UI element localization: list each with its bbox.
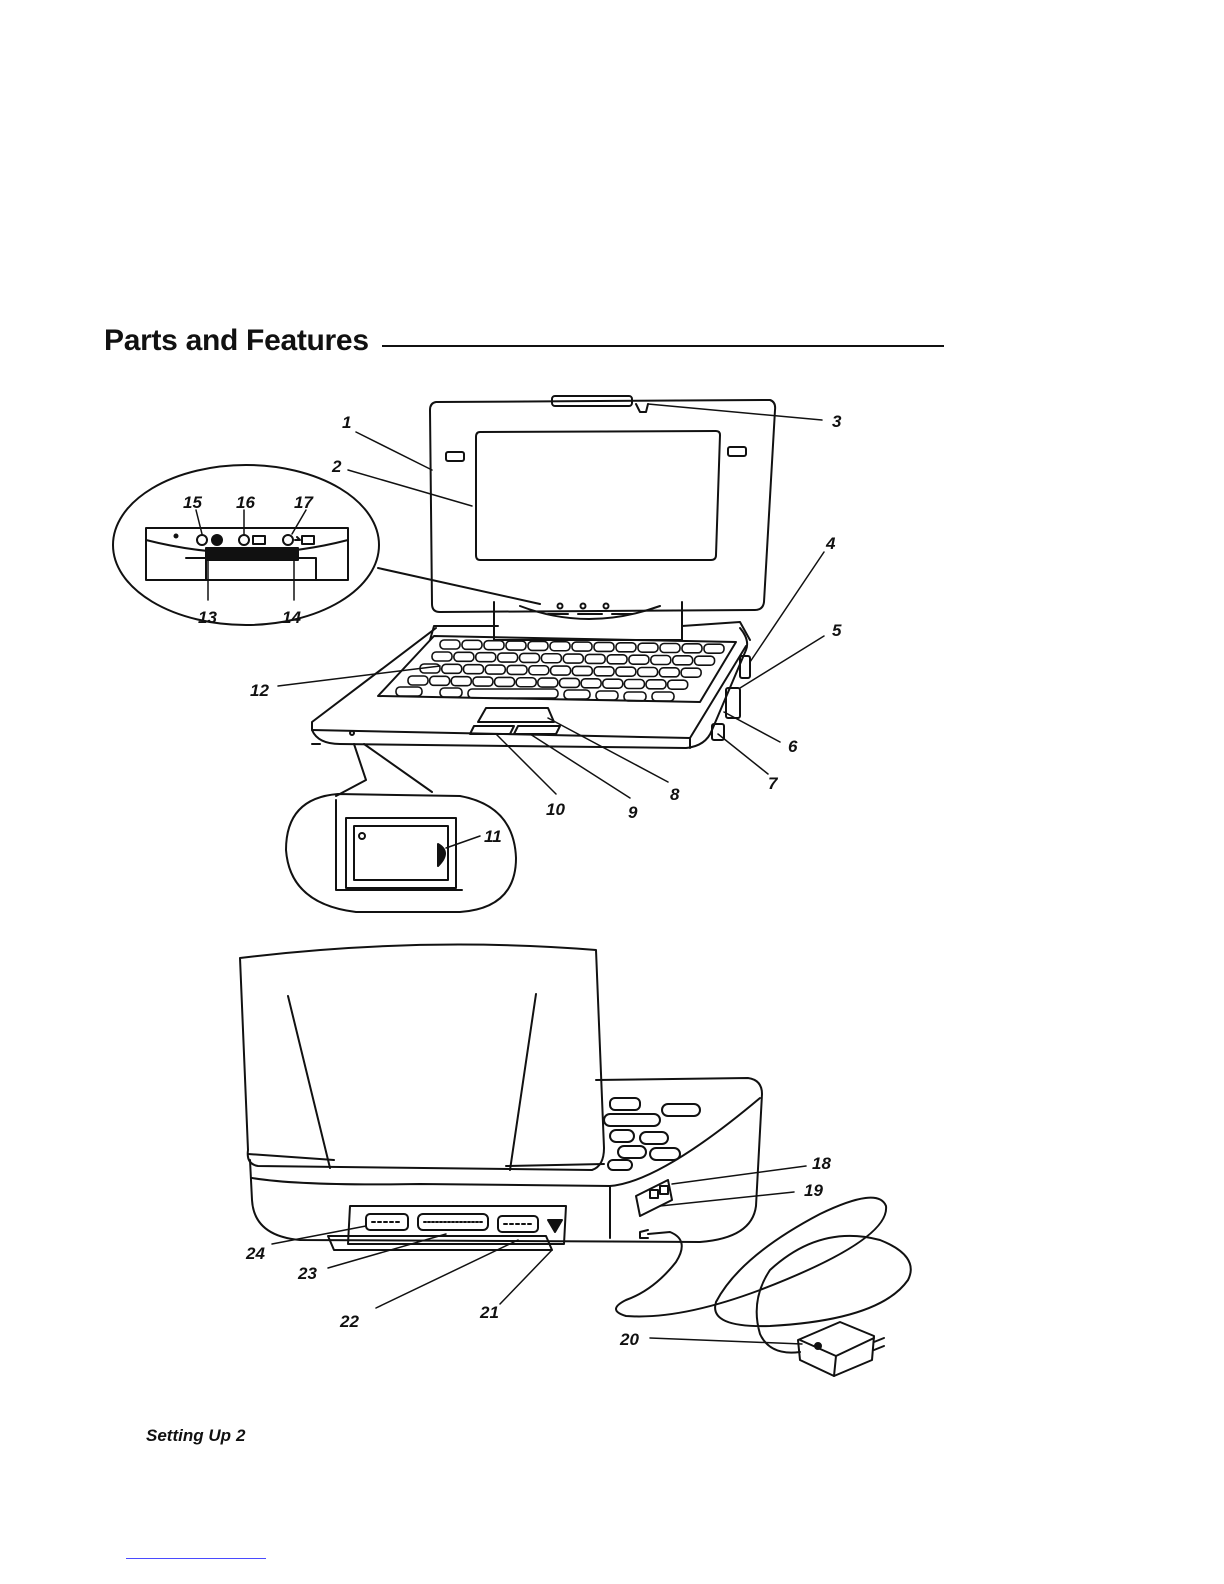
keycap [520,653,540,662]
footer-section-label: Setting Up [146,1426,231,1445]
keycap [485,665,505,674]
callout-4: 4 [825,534,836,553]
keycap [704,644,724,653]
callout-2: 2 [331,457,342,476]
keycap [652,692,674,701]
callout-21: 21 [479,1303,499,1322]
keycap [616,643,636,652]
callout-15: 15 [183,493,202,512]
keycap [603,679,623,688]
keycap [659,668,679,677]
keycap [550,642,570,651]
callout-14: 14 [282,608,301,627]
keycap [464,665,484,674]
keycap [572,642,592,651]
keycap [432,652,452,661]
keycap [572,666,592,675]
keycap [646,680,666,689]
keycap [476,653,496,662]
keycap [638,668,658,677]
keycap [673,656,693,665]
keycap [468,689,558,698]
keycap [594,667,614,676]
keycap [596,691,618,700]
callout-7: 7 [768,774,779,793]
keycap [451,677,471,686]
callout-18: 18 [812,1154,831,1173]
keycap [629,655,649,664]
keycap [695,656,715,665]
callout-13: 13 [198,608,217,627]
callout-1: 1 [342,413,351,432]
keycap [495,677,515,686]
keycap [682,644,702,653]
callout-5: 5 [832,621,842,640]
keycap [529,666,549,675]
pc-card-inset [286,744,516,912]
keycap [594,642,614,651]
callout-11: 11 [484,827,502,846]
keycap [507,665,527,674]
callout-17: 17 [294,493,314,512]
keycap [551,666,571,675]
callout-22: 22 [339,1312,359,1331]
keycap [563,654,583,663]
callout-12: 12 [250,681,269,700]
laptop-front-illustration [312,396,775,748]
keycap [440,688,462,697]
keycap [624,680,644,689]
keycap [473,677,493,686]
keycap [638,643,658,652]
keycap [581,679,601,688]
keycap [559,678,579,687]
keycap [462,640,482,649]
callout-9: 9 [628,803,638,822]
callout-16: 16 [236,493,255,512]
callout-3: 3 [832,412,842,431]
callout-23: 23 [297,1264,317,1283]
keycap [538,678,558,687]
keycap [585,654,605,663]
keycap [498,653,518,662]
bottom-rule [126,1558,266,1559]
keycap [484,641,504,650]
keycap [516,678,536,687]
keycap [440,640,460,649]
keycap [541,654,561,663]
keycap [564,690,590,699]
keycap [430,676,450,685]
keycap [660,644,680,653]
page-number: 2 [236,1426,245,1445]
callout-10: 10 [546,800,565,819]
page-footer: Setting Up 2 [146,1426,245,1446]
keycap [442,664,462,673]
keycap [528,641,548,650]
keycap [668,680,688,689]
keycap [408,676,428,685]
keycap [506,641,526,650]
callout-24: 24 [245,1244,265,1263]
callout-19: 19 [804,1181,823,1200]
keycap [651,656,671,665]
keycap [396,687,422,696]
callout-8: 8 [670,785,680,804]
callout-20: 20 [619,1330,639,1349]
keycap [454,652,474,661]
callout-6: 6 [788,737,798,756]
keycap [607,655,627,664]
keycap [681,668,701,677]
keycap [616,667,636,676]
keyboard [396,640,724,701]
